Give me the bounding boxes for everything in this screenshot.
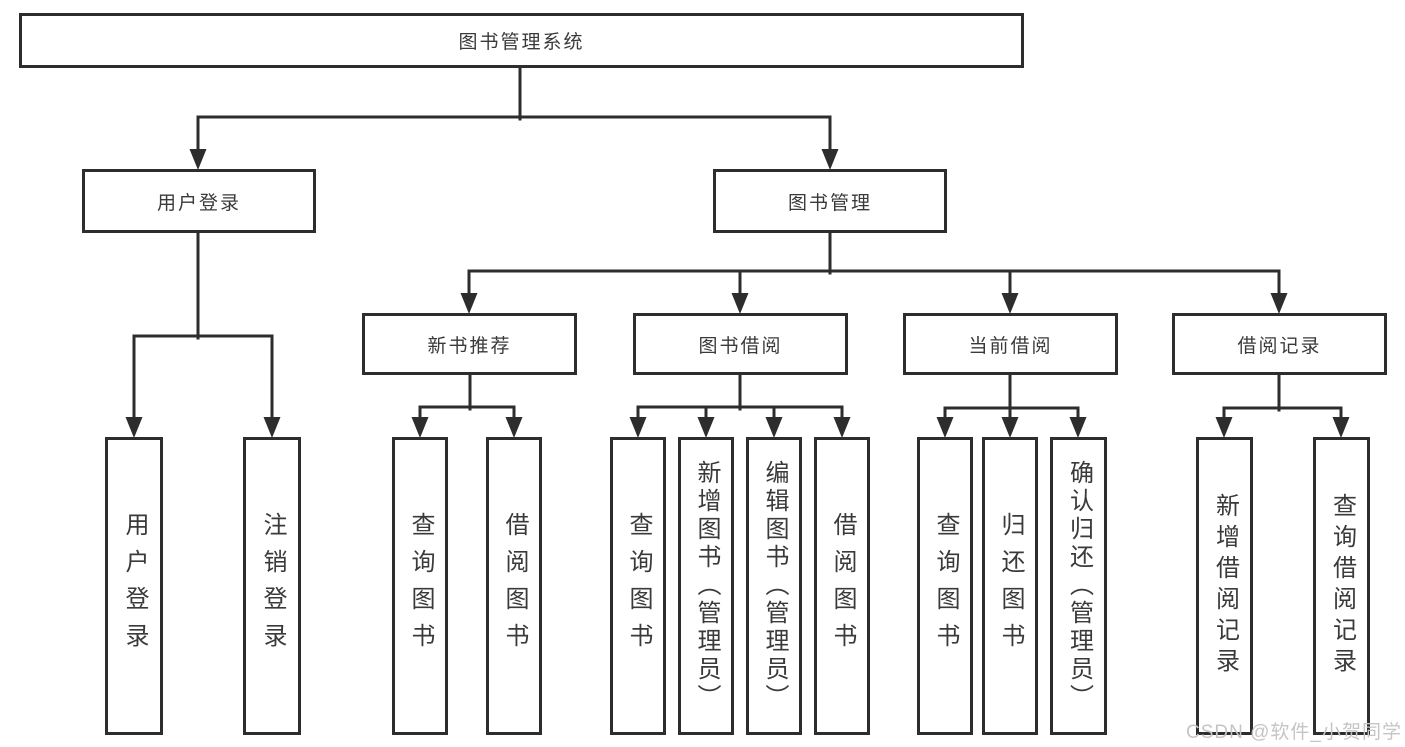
- node-leaf-user-login: 用户登录: [105, 437, 163, 735]
- node-leaf-cb-return-book: 归还图书: [982, 437, 1038, 735]
- node-leaf-br-add-record: 新增借阅记录: [1196, 437, 1253, 735]
- node-new-book-recommend: 新书推荐: [362, 313, 577, 375]
- node-leaf-bb-query-book: 查询图书: [610, 437, 666, 735]
- node-leaf-nbr-query-book: 查询图书: [392, 437, 448, 735]
- node-leaf-bb-edit-book-admin: 编辑图书（管理员）: [746, 437, 802, 735]
- node-leaf-cb-query-book: 查询图书: [917, 437, 973, 735]
- node-leaf-bb-borrow-book: 借阅图书: [814, 437, 870, 735]
- node-borrow-records: 借阅记录: [1172, 313, 1387, 375]
- node-book-borrow: 图书借阅: [633, 313, 848, 375]
- csdn-watermark: CSDN @软件_小贺同学: [1186, 722, 1402, 743]
- node-book-management: 图书管理: [713, 169, 947, 233]
- node-user-login: 用户登录: [82, 169, 316, 233]
- node-current-borrow: 当前借阅: [903, 313, 1118, 375]
- node-leaf-logout: 注销登录: [243, 437, 301, 735]
- node-root-library-system: 图书管理系统: [19, 13, 1024, 68]
- node-leaf-nbr-borrow-book: 借阅图书: [486, 437, 542, 735]
- node-leaf-cb-confirm-return-admin: 确认归还（管理员）: [1050, 437, 1107, 735]
- node-leaf-br-query-record: 查询借阅记录: [1313, 437, 1370, 735]
- node-leaf-bb-add-book-admin: 新增图书（管理员）: [678, 437, 734, 735]
